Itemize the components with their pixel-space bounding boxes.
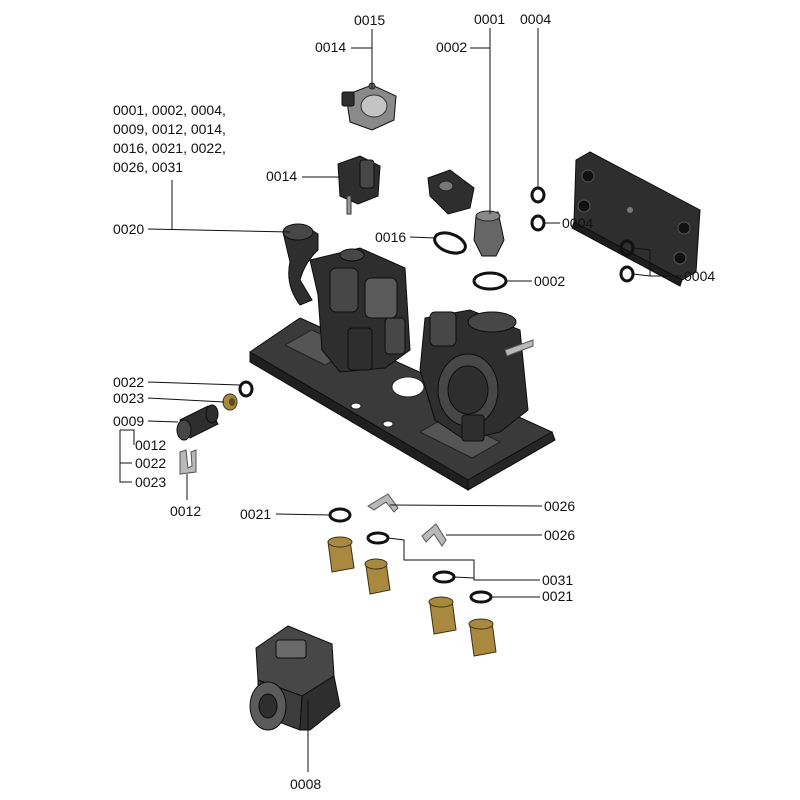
hydraulic-block-0020 <box>282 223 411 373</box>
rings-0021-0031 <box>328 507 493 604</box>
label-0021-a: 0021 <box>240 506 271 522</box>
circulator-pump-0008 <box>249 625 341 731</box>
label-group-line1: 0001, 0002, 0004, <box>113 102 226 118</box>
label-0012-b: 0012 <box>170 503 201 519</box>
label-0022-b: 0022 <box>135 455 166 471</box>
label-0023-a: 0023 <box>113 390 144 406</box>
clip-0012 <box>179 449 197 475</box>
bush-0023 <box>222 393 238 411</box>
label-0020: 0020 <box>113 221 144 237</box>
label-group-line4: 0026, 0031 <box>113 159 183 175</box>
pump-housing <box>419 309 534 442</box>
label-0004-mid: 0004 <box>562 215 593 231</box>
label-0031: 0031 <box>542 572 573 588</box>
label-0016: 0016 <box>375 229 406 245</box>
label-0012-a: 0012 <box>135 437 166 453</box>
label-0026-b: 0026 <box>544 527 575 543</box>
clips-0026 <box>367 493 447 547</box>
label-0014-mid: 0014 <box>266 168 297 184</box>
label-0023-b: 0023 <box>135 474 166 490</box>
label-0002-top: 0002 <box>436 39 467 55</box>
label-0004-top: 0004 <box>520 11 551 27</box>
label-0022-a: 0022 <box>113 374 144 390</box>
label-0001: 0001 <box>474 11 505 27</box>
o-ring-0022 <box>238 380 254 398</box>
motor-0015 <box>341 82 397 131</box>
label-0026-a: 0026 <box>544 498 575 514</box>
label-group-line3: 0016, 0021, 0022, <box>113 140 226 156</box>
label-0021-b: 0021 <box>542 588 573 604</box>
label-0008: 0008 <box>290 776 321 792</box>
label-0009: 0009 <box>113 413 144 429</box>
valve-cover <box>427 169 475 215</box>
gasket-0016 <box>433 231 467 255</box>
leader-lines <box>119 28 682 772</box>
label-0014-top: 0014 <box>315 39 346 55</box>
label-group-line2: 0009, 0012, 0014, <box>113 121 226 137</box>
sensor-0001 <box>473 210 505 257</box>
brass-fittings <box>327 536 497 657</box>
valve-actuator-0014 <box>337 155 381 215</box>
label-0002-mid: 0002 <box>534 273 565 289</box>
filter-0009 <box>176 404 219 441</box>
o-ring-0002 <box>472 271 508 291</box>
label-0004-right: 0004 <box>684 268 715 284</box>
label-0015: 0015 <box>354 12 385 28</box>
